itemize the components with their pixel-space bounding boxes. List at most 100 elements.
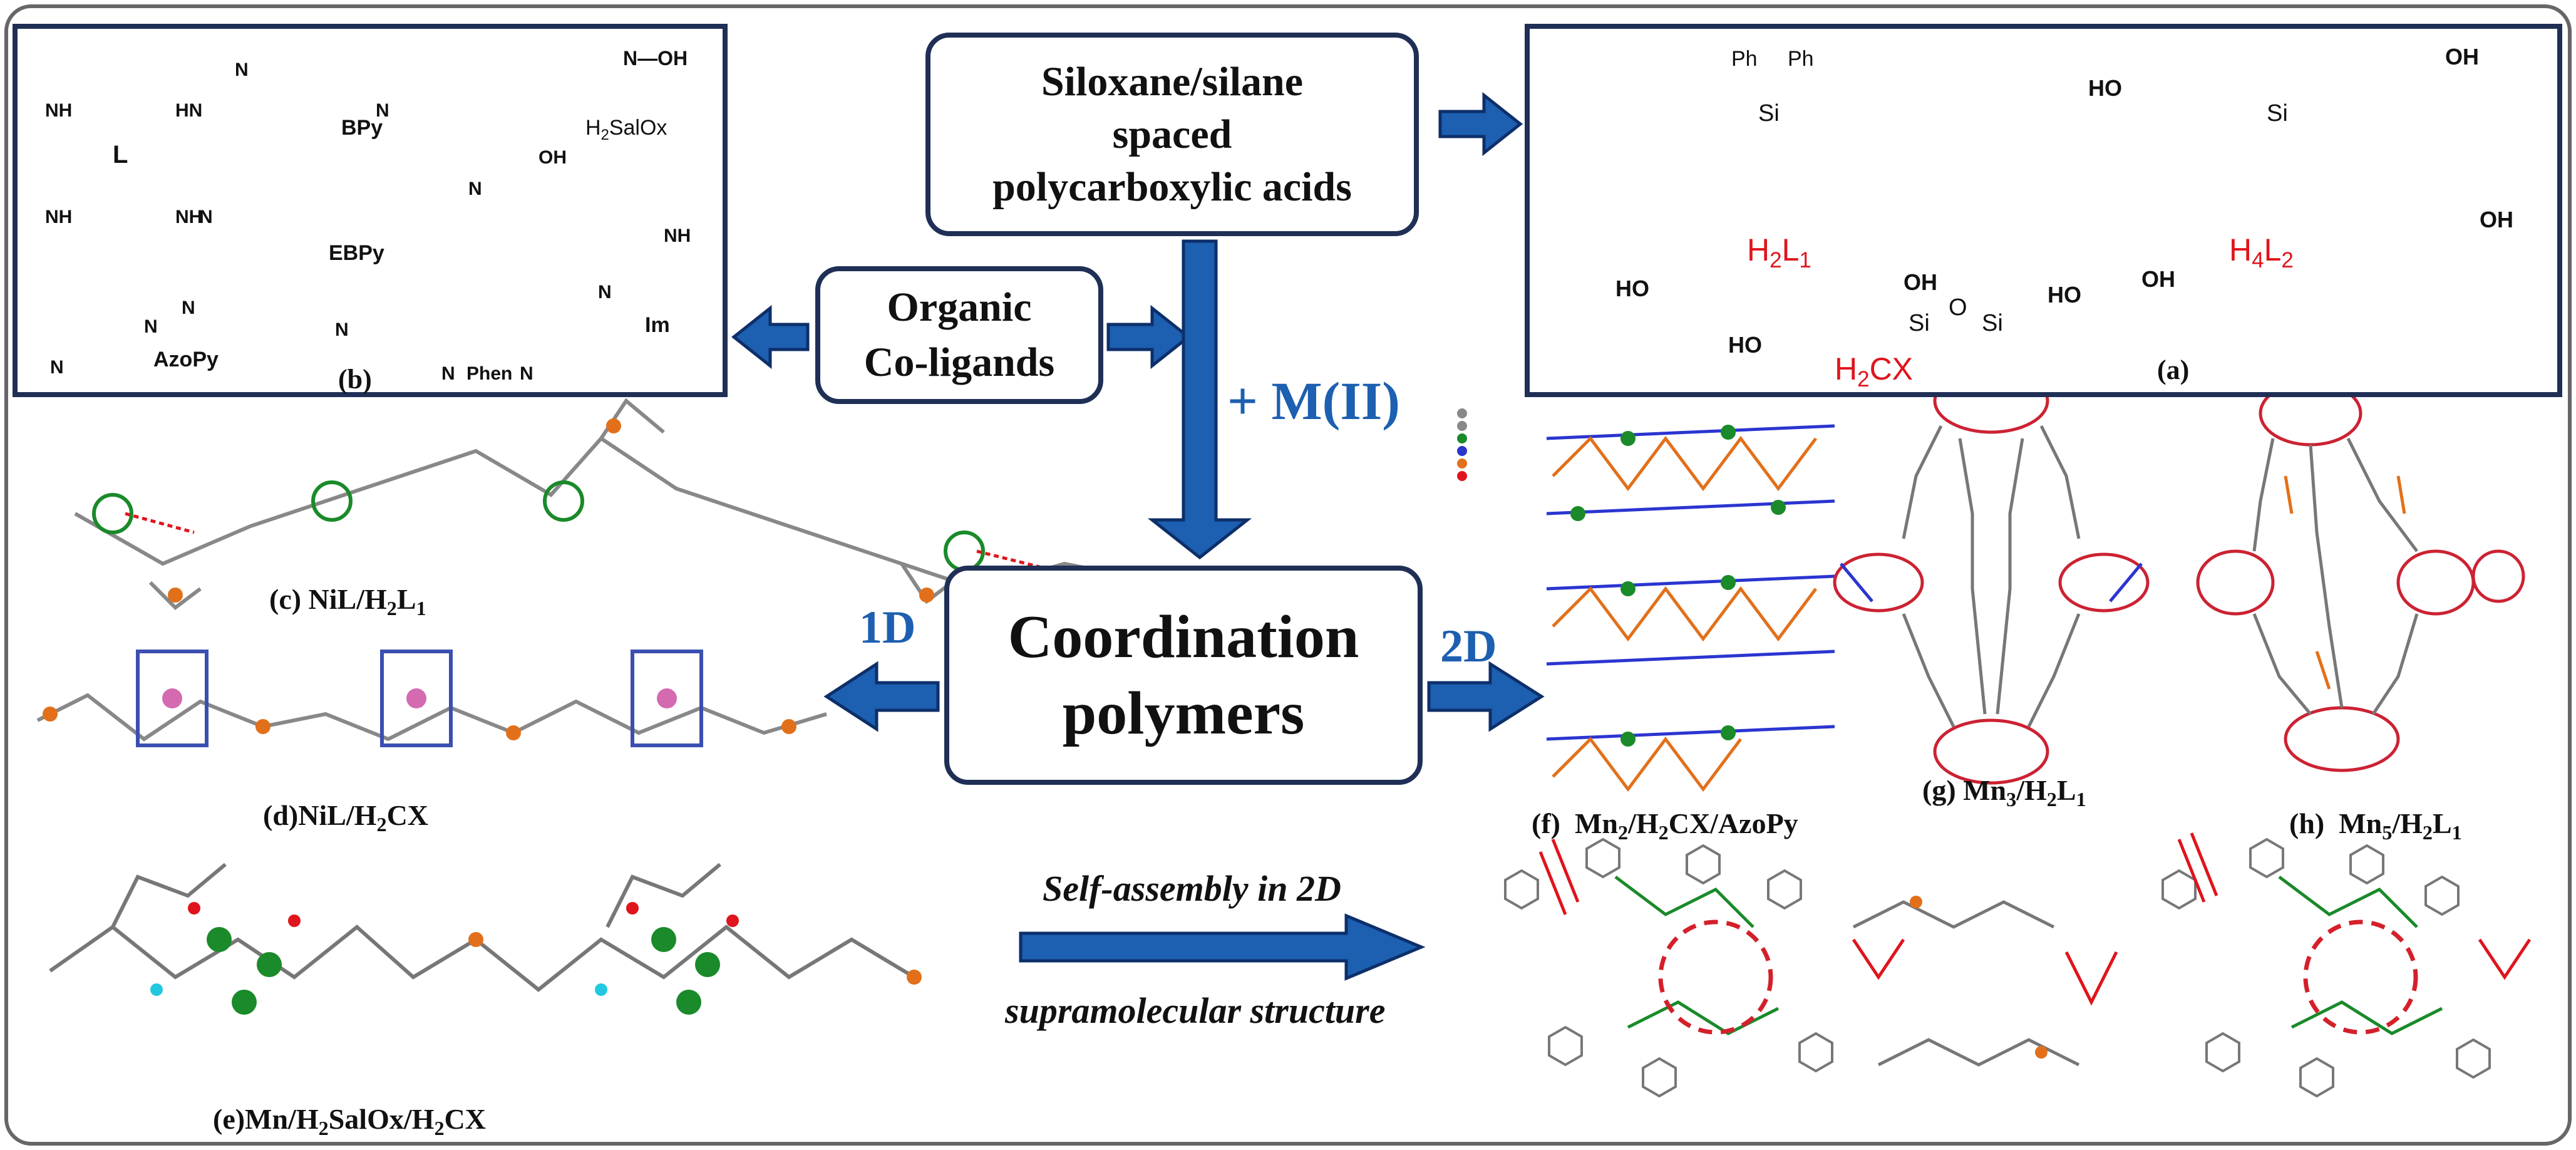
chain-c-atoms xyxy=(92,418,1053,603)
ph-left: Ph xyxy=(1731,47,1758,71)
h2salox-sub1: 2 xyxy=(600,126,609,143)
ebpy-label: EBPy xyxy=(329,241,384,265)
chain-e xyxy=(49,862,915,992)
caption-c: (c) NiL/H2L1 xyxy=(269,583,426,620)
label-2d: 2D xyxy=(1440,621,1497,672)
arrow-self-assembly xyxy=(1019,913,1426,981)
im-label: Im xyxy=(645,313,670,337)
ho-h2cx: HO xyxy=(1728,332,1762,358)
caption-h: (h) Mn5/H2L1 xyxy=(2260,774,2462,878)
bpy-label: BPy xyxy=(341,116,383,140)
caption-f-b: 2 xyxy=(1617,821,1629,844)
cyclam-hn-top: HN xyxy=(175,100,203,121)
ebpy-n-left: N xyxy=(199,207,213,227)
caption-f-d: 2 xyxy=(1658,821,1669,844)
h2cx-label: H2CX xyxy=(1835,351,1913,392)
panel-a-tag: (a) xyxy=(2157,355,2190,385)
azopy-n-mid2: N xyxy=(182,298,195,318)
oh-h2cx: OH xyxy=(2141,266,2175,292)
h4l2-label: H4L2 xyxy=(2229,232,2294,273)
caption-g: (g) Mn3/H2L1 xyxy=(1922,774,2086,811)
ph-right: Ph xyxy=(1788,47,1814,71)
azopy-n-right: N xyxy=(335,319,349,340)
ho-h4l2-bottom: HO xyxy=(2048,282,2081,308)
caption-e-e: CX xyxy=(444,1103,486,1135)
caption-e-d: 2 xyxy=(434,1117,445,1140)
caption-e: (e)Mn/H2SalOx/H2CX xyxy=(213,1102,486,1140)
self-assembly-line2: supramolecular structure xyxy=(1005,990,1386,1031)
im-nh: NH xyxy=(664,225,691,246)
cyclam-L: L xyxy=(113,141,128,168)
o-h2cx: O xyxy=(1949,294,1967,321)
si-h2cx-right: Si xyxy=(1982,310,2003,336)
caption-d: (d)NiL/H2CX xyxy=(263,799,428,836)
h4l2-sub1: 4 xyxy=(2252,248,2264,272)
caption-h-f: 1 xyxy=(2451,821,2462,844)
siloxane-box: Siloxane/silane spaced polycarboxylic ac… xyxy=(925,33,1419,236)
ebpy-n-right: N xyxy=(468,179,482,199)
arrow-2d xyxy=(1427,661,1545,732)
h2salox-rest: SalOx xyxy=(609,116,667,140)
cyclam-nh-bottom: NH xyxy=(45,207,73,227)
salox-noh: N—OH xyxy=(623,47,688,70)
h2cx-h: H xyxy=(1835,351,1858,386)
caption-g-f: 1 xyxy=(2076,788,2086,811)
caption-d-b: 2 xyxy=(376,813,387,836)
caption-h-d: 2 xyxy=(2422,821,2433,844)
salox-oh: OH xyxy=(538,147,567,168)
metal-label: + M(II) xyxy=(1227,371,1400,431)
caption-c-a: (c) NiL/H xyxy=(269,583,387,615)
si-h4l2: Si xyxy=(2267,100,2288,127)
caption-f: (f) Mn2/H2CX/AzoPy xyxy=(1503,774,1798,878)
caption-h-c: /H xyxy=(2392,807,2423,839)
h2l1-l: L xyxy=(1781,232,1800,267)
caption-f-e: CX/AzoPy xyxy=(1668,807,1798,839)
caption-g-a: (g) Mn xyxy=(1922,774,2007,806)
arrow-down-metal xyxy=(1147,239,1252,560)
caption-g-d: 2 xyxy=(2046,788,2057,811)
azopy-n-left: N xyxy=(50,357,64,378)
caption-f-a: (f) Mn xyxy=(1532,807,1618,839)
caption-d-a: (d)NiL/H xyxy=(263,799,377,831)
im-n: N xyxy=(598,282,612,303)
caption-e-c: SalOx/H xyxy=(328,1103,435,1135)
h2l1-sub2: 1 xyxy=(1799,248,1811,272)
arrow-to-panel-a xyxy=(1438,91,1523,157)
cyclam-nh-bottom-right: NH xyxy=(175,207,203,227)
siloxane-line1: Siloxane/silane xyxy=(1041,58,1304,105)
phen-n-right: N xyxy=(520,363,533,384)
si-h2l1: Si xyxy=(1758,100,1780,127)
caption-g-e: L xyxy=(2056,774,2076,806)
ho-h4l2-top: HO xyxy=(2088,75,2122,101)
highlight-circle-left xyxy=(1658,919,1773,1035)
oh-h4l2-top: OH xyxy=(2445,44,2479,70)
caption-h-a: (h) Mn xyxy=(2289,807,2383,839)
caption-g-c: /H xyxy=(2016,774,2047,806)
arrow-to-panel-b xyxy=(731,304,810,370)
arrow-coligand-to-main xyxy=(1106,304,1192,370)
caption-c-d: 1 xyxy=(416,597,426,620)
h4l2-h: H xyxy=(2229,232,2252,267)
h2l1-h: H xyxy=(1747,232,1770,267)
caption-h-e: L xyxy=(2432,807,2452,839)
siloxane-line2: spaced xyxy=(1112,111,1232,157)
cyclam-nh-top: NH xyxy=(45,100,73,121)
caption-h-b: 5 xyxy=(2382,821,2393,844)
arrow-1d xyxy=(823,661,940,732)
h2cx-cx: CX xyxy=(1869,351,1914,386)
caption-e-a: (e)Mn/H xyxy=(213,1103,319,1135)
bpy-n-right: N xyxy=(376,100,389,121)
arrows xyxy=(731,91,1545,981)
label-1d: 1D xyxy=(859,602,916,653)
coligand-line2: Co-ligands xyxy=(863,339,1055,385)
chain-d xyxy=(36,693,827,742)
network-h xyxy=(2196,380,2525,772)
network-g xyxy=(1833,368,2150,785)
oh-h4l2-bottom: OH xyxy=(2480,207,2513,232)
h2l1-label: H2L1 xyxy=(1747,232,1811,273)
self-assembly-line1: Self-assembly in 2D xyxy=(1043,868,1341,909)
siloxane-line3: polycarboxylic acids xyxy=(992,163,1352,210)
oh-h2l1: OH xyxy=(1904,269,1937,295)
